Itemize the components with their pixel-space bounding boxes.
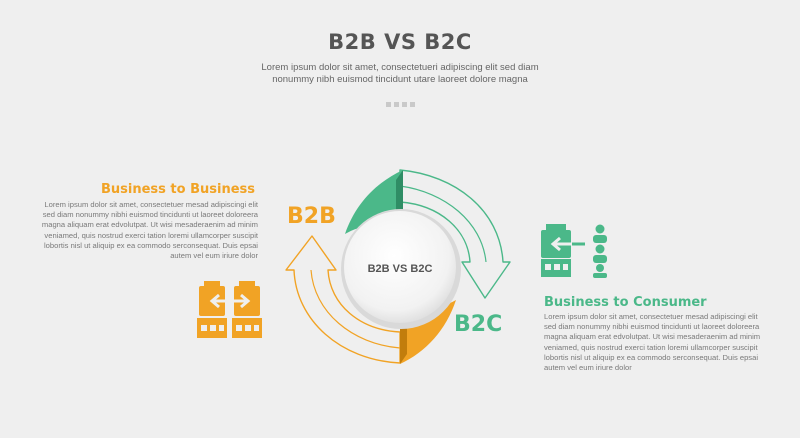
b2b-description: Lorem ipsum dolor sit amet, consectetuer… bbox=[41, 200, 258, 261]
separator-dots bbox=[386, 102, 416, 108]
dot bbox=[386, 102, 391, 107]
green-cycle-arrow-inner bbox=[399, 185, 487, 263]
orange-cycle-arrow bbox=[285, 235, 401, 364]
store-to-people-icon bbox=[541, 224, 607, 278]
orange-cycle-arrow-inner bbox=[310, 269, 401, 349]
page-title: B2B VS B2C bbox=[328, 30, 472, 54]
dot bbox=[402, 102, 407, 107]
green-cycle-arrow bbox=[399, 169, 511, 299]
b2c-heading: Business to Consumer bbox=[544, 295, 707, 310]
b2b-heading: Business to Business bbox=[100, 182, 255, 197]
dot bbox=[394, 102, 399, 107]
b2b-label: B2B bbox=[287, 204, 336, 229]
dot bbox=[410, 102, 415, 107]
b2c-description: Lorem ipsum dolor sit amet, consectetuer… bbox=[544, 312, 761, 373]
b2c-label: B2C bbox=[454, 312, 502, 337]
page-subtitle: Lorem ipsum dolor sit amet, consectetuer… bbox=[261, 62, 539, 85]
center-circle bbox=[344, 211, 456, 323]
warehouse-exchange-icon bbox=[197, 281, 262, 338]
center-label: B2B VS B2C bbox=[368, 263, 433, 275]
